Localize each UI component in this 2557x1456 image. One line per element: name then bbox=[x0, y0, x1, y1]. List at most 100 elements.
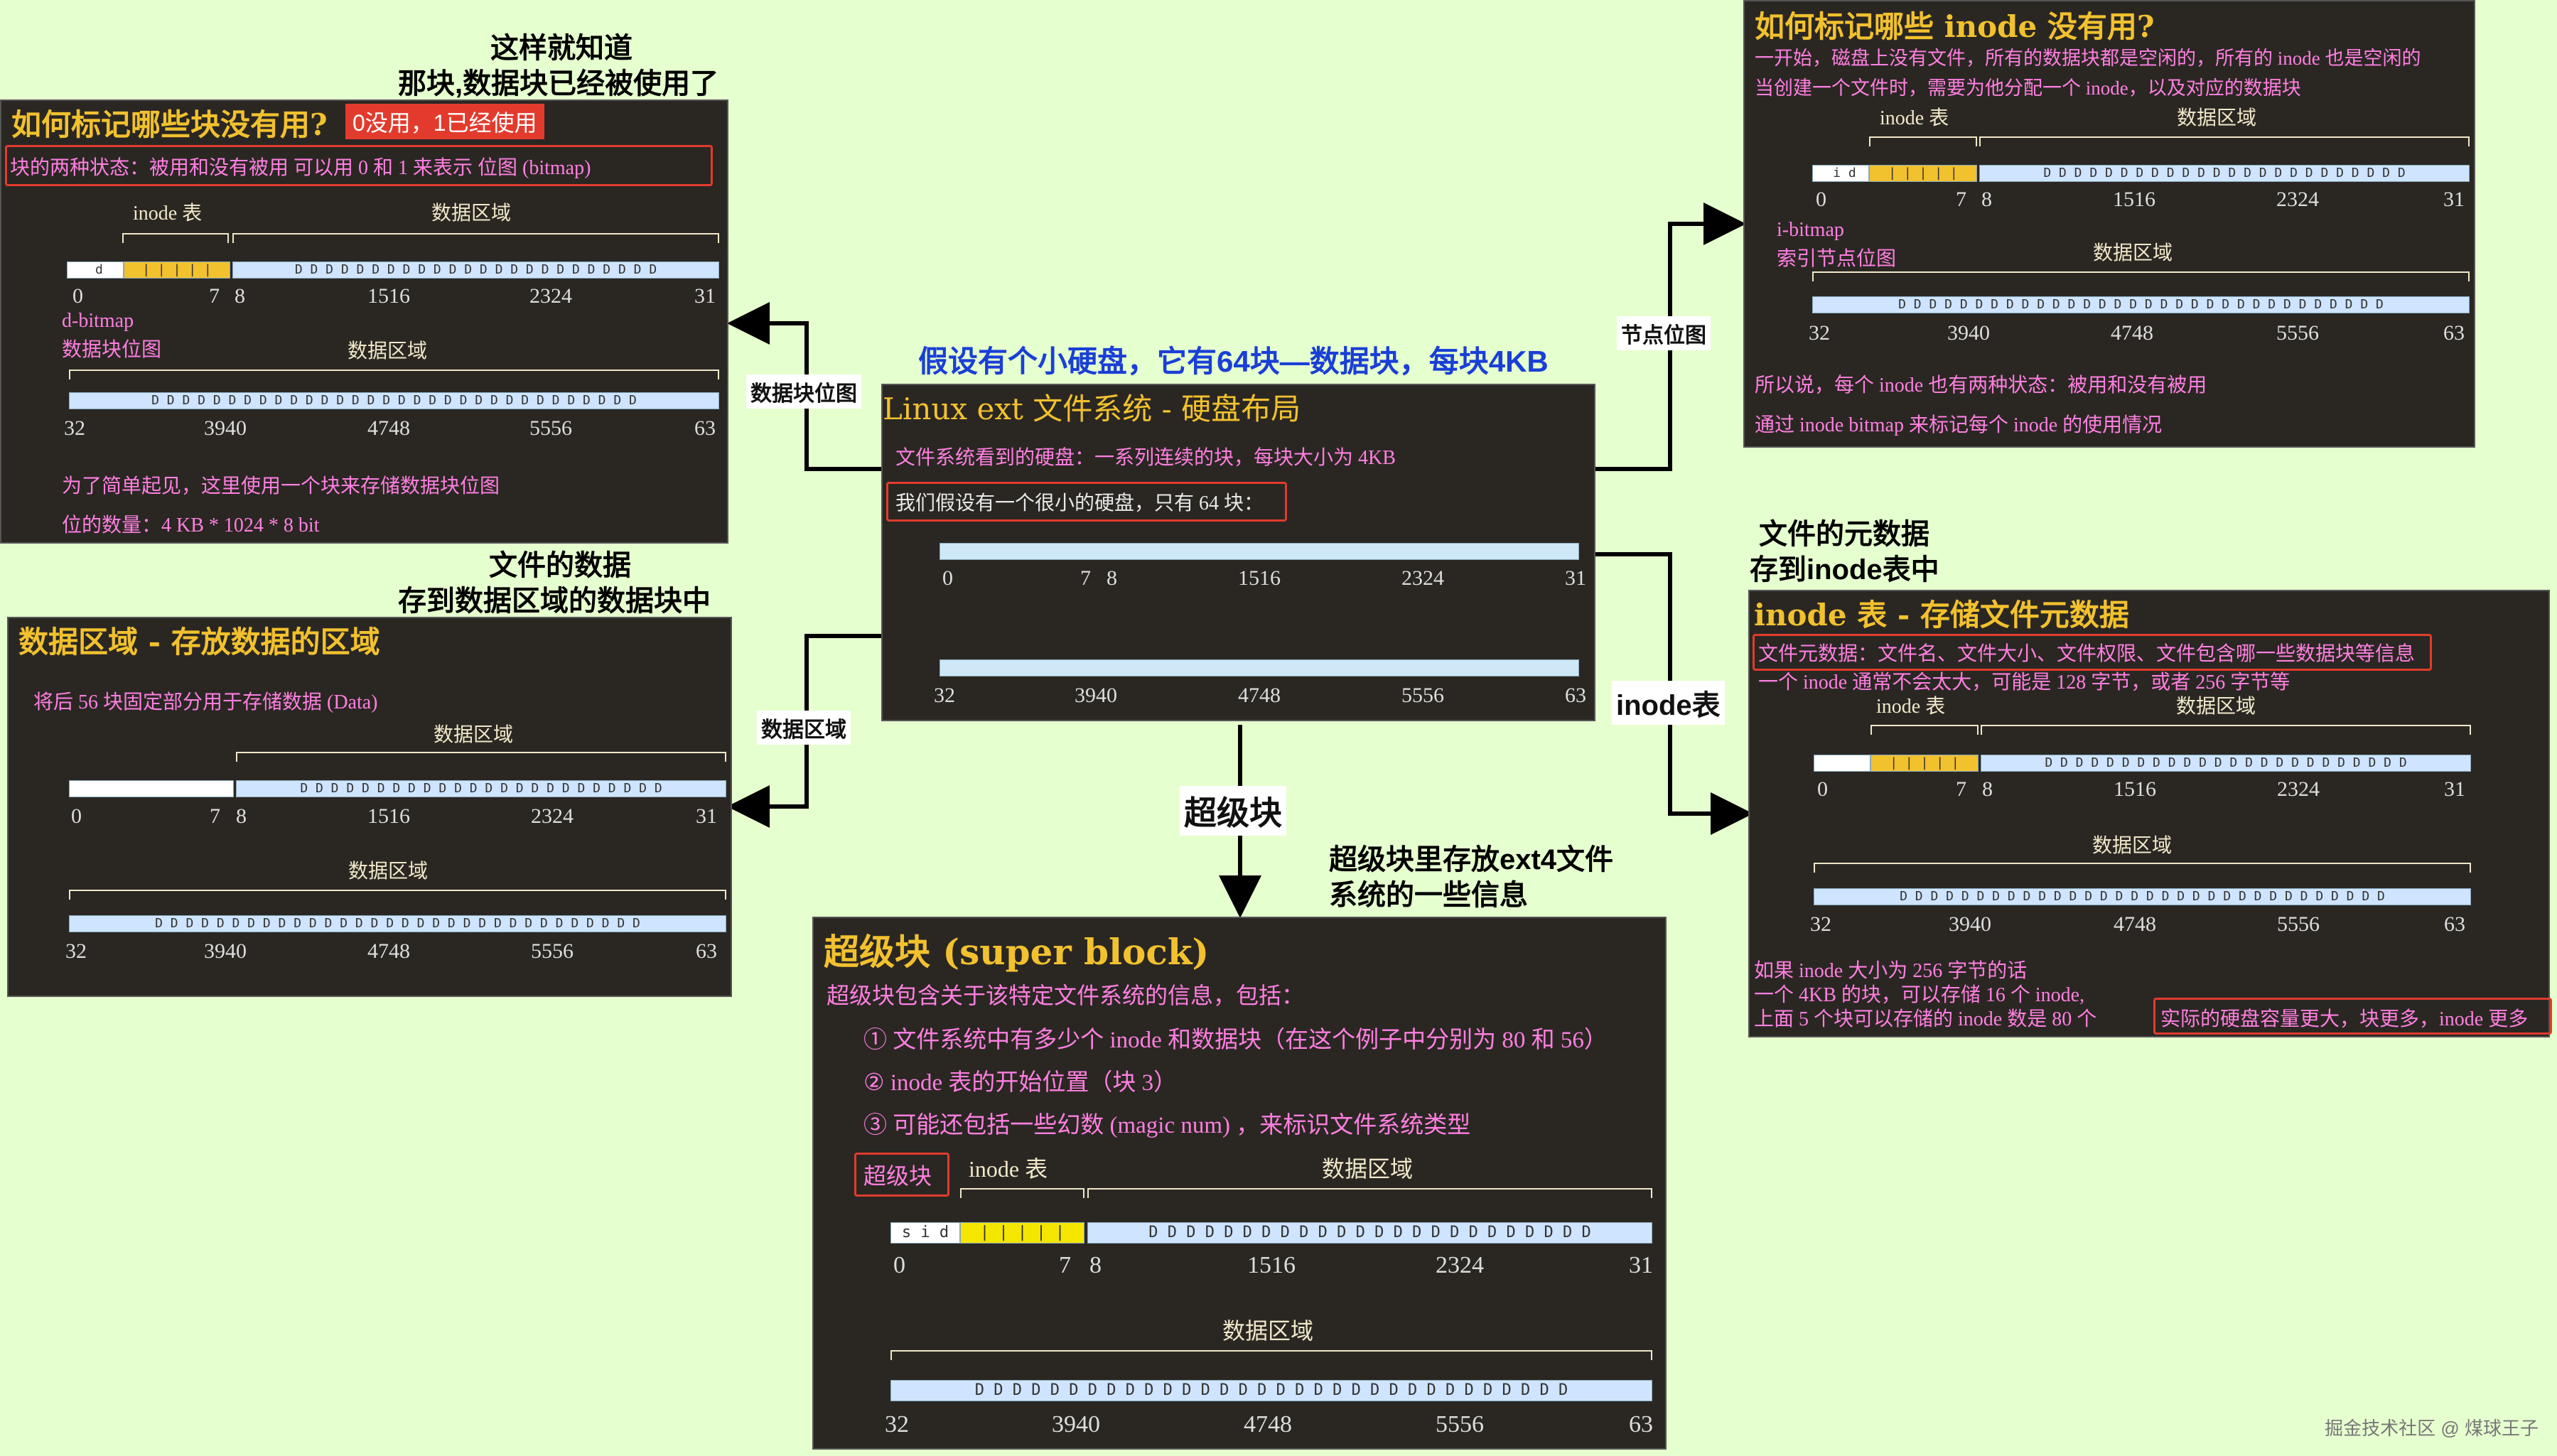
sb-data-cells-row1: D D D D D D D D D D D D D D D D D D D D … bbox=[1087, 1222, 1652, 1244]
tl-n4748: 4748 bbox=[367, 416, 410, 440]
tr-n4748: 4748 bbox=[2111, 321, 2153, 345]
tr-n32: 32 bbox=[1809, 321, 1830, 345]
top-left-panel: 如何标记哪些块没有用? 0没用，1已经使用 块的两种状态：被用和没有被用 可以用… bbox=[0, 99, 728, 544]
ml-caption-2: 存到数据区域的数据块中 bbox=[398, 586, 711, 617]
c-n3940: 3940 bbox=[1075, 684, 1117, 707]
tr-data-cells-row2: D D D D D D D D D D D D D D D D D D D D … bbox=[1812, 296, 2470, 313]
mr-data-cells-row1: D D D D D D D D D D D D D D D D D D D D … bbox=[1981, 755, 2471, 772]
tl-n7: 7 bbox=[209, 284, 220, 308]
tr-n8: 8 bbox=[1981, 188, 1992, 211]
center-caption: 假设有个小硬盘，它有64块—数据块，每块4KB bbox=[918, 345, 1549, 378]
ml-caption-1: 文件的数据 bbox=[489, 550, 631, 581]
tl-inode-label: inode 表 bbox=[133, 203, 203, 225]
tr-inode-label: inode 表 bbox=[1880, 107, 1949, 129]
ml-n5556: 5556 bbox=[531, 939, 574, 963]
sb-super-tag: 超级块 bbox=[863, 1163, 932, 1189]
tr-data-bracket-2 bbox=[1812, 271, 2470, 281]
ml-n32: 32 bbox=[65, 939, 87, 963]
sb-item2: ② inode 表的开始位置（块 3） bbox=[863, 1070, 1178, 1096]
mr-note-4: 实际的硬盘容量更大，块更多，inode 更多 bbox=[2160, 1008, 2529, 1030]
mr-n31: 31 bbox=[2444, 777, 2465, 801]
mid-right-panel: inode 表 - 存储文件元数据 文件元数据：文件名、文件大小、文件权限、文件… bbox=[1748, 590, 2552, 1037]
sb-inode-cells: | | | | | bbox=[960, 1222, 1084, 1244]
sb-header-cells: s i d bbox=[890, 1222, 960, 1244]
ml-n2324: 2324 bbox=[531, 804, 574, 828]
tl-note-2: 位的数量：4 KB * 1024 * 8 bit bbox=[62, 514, 320, 536]
ml-data-cells-row2: D D D D D D D D D D D D D D D D D D D D … bbox=[69, 915, 726, 932]
mr-caption-2: 存到inode表中 bbox=[1750, 554, 1939, 586]
center-blocks-row1 bbox=[940, 543, 1579, 560]
mr-note-1: 如果 inode 大小为 256 字节的话 bbox=[1754, 960, 2028, 982]
label-dbitmap: 数据块位图 bbox=[746, 374, 861, 409]
sb-n7: 7 bbox=[1059, 1252, 1071, 1278]
tl-n31: 31 bbox=[694, 284, 716, 308]
mr-line2: 一个 inode 通常不会太大，可能是 128 字节，或者 256 字节等 bbox=[1758, 672, 2290, 694]
watermark: 掘金技术社区 @ 煤球王子 bbox=[2325, 1418, 2539, 1439]
mr-n7: 7 bbox=[1956, 777, 1966, 801]
c-n0: 0 bbox=[942, 566, 953, 590]
mr-n1516: 1516 bbox=[2114, 777, 2156, 801]
tl-n2324: 2324 bbox=[529, 284, 572, 308]
c-n31: 31 bbox=[1565, 566, 1586, 590]
tl-inode-cells: | | | | | bbox=[124, 261, 230, 279]
mr-data-bracket-2 bbox=[1814, 863, 2471, 873]
tr-bitmap-cells: i d bbox=[1812, 165, 1869, 182]
tr-n0: 0 bbox=[1816, 188, 1826, 211]
tr-note-2: 通过 inode bitmap 来标记每个 inode 的使用情况 bbox=[1755, 414, 2163, 436]
tl-data-bracket bbox=[232, 233, 719, 243]
ml-line1: 将后 56 块固定部分用于存储数据 (Data) bbox=[33, 691, 378, 713]
mr-data-bracket bbox=[1981, 725, 2471, 735]
tl-n5556: 5556 bbox=[529, 416, 572, 440]
tr-inode-bracket bbox=[1869, 136, 1977, 146]
tr-n7: 7 bbox=[1956, 188, 1966, 211]
tl-caption-2: 那块,数据块已经被使用了 bbox=[398, 68, 719, 99]
tl-data-cells-row1: D D D D D D D D D D D D D D D D D D D D … bbox=[232, 261, 719, 279]
sb-n8: 8 bbox=[1089, 1252, 1102, 1278]
mr-caption-1: 文件的元数据 bbox=[1759, 519, 1929, 550]
sb-n3940: 3940 bbox=[1052, 1411, 1100, 1438]
ml-n3940: 3940 bbox=[204, 939, 247, 963]
tr-data-bracket bbox=[1979, 136, 2470, 146]
sb-title: 超级块 (super block) bbox=[824, 931, 1210, 973]
mr-inode-cells: | | | | | bbox=[1870, 755, 1979, 772]
tr-data-label: 数据区域 bbox=[2177, 107, 2257, 129]
sb-n0: 0 bbox=[893, 1252, 905, 1278]
tr-bitmap-label-1: i-bitmap bbox=[1777, 219, 1844, 241]
sb-n2324: 2324 bbox=[1436, 1252, 1484, 1278]
sb-n5556: 5556 bbox=[1436, 1411, 1484, 1438]
tl-bitmap-cells: d bbox=[67, 261, 124, 279]
tr-n2324: 2324 bbox=[2276, 188, 2319, 211]
ml-n7: 7 bbox=[210, 804, 220, 828]
sb-n1516: 1516 bbox=[1247, 1252, 1296, 1278]
label-super: 超级块 bbox=[1180, 786, 1286, 836]
tl-data-label: 数据区域 bbox=[431, 203, 512, 225]
mr-n4748: 4748 bbox=[2114, 912, 2156, 936]
tl-note-1: 为了简单起见，这里使用一个块来存储数据块位图 bbox=[62, 475, 500, 497]
ml-data-bracket bbox=[236, 752, 726, 762]
mr-data-label-2: 数据区域 bbox=[2092, 835, 2173, 857]
ml-n63: 63 bbox=[696, 939, 717, 963]
mr-note-3: 上面 5 个块可以存储的 inode 数是 80 个 bbox=[1754, 1008, 2097, 1030]
c-n32: 32 bbox=[934, 684, 955, 707]
sb-caption-2: 系统的一些信息 bbox=[1329, 880, 1528, 911]
center-panel: Linux ext 文件系统 - 硬盘布局 文件系统看到的硬盘：一系列连续的块，… bbox=[881, 384, 1595, 721]
sb-n31: 31 bbox=[1629, 1252, 1653, 1278]
tr-bitmap-label-2: 索引节点位图 bbox=[1777, 248, 1897, 270]
tr-inode-cells: | | | | | bbox=[1869, 165, 1977, 182]
tr-data-label-2: 数据区域 bbox=[2093, 242, 2173, 264]
tl-title: 如何标记哪些块没有用? bbox=[11, 107, 328, 142]
tr-line2: 当创建一个文件时，需要为他分配一个 inode，以及对应的数据块 bbox=[1755, 77, 2301, 99]
tr-line1: 一开始，磁盘上没有文件，所有的数据块都是空闲的，所有的 inode 也是空闲的 bbox=[1755, 48, 2421, 69]
mr-bitmap-cells bbox=[1814, 755, 1870, 772]
mr-n0: 0 bbox=[1817, 777, 1828, 801]
tl-n32: 32 bbox=[64, 416, 85, 440]
tr-n31: 31 bbox=[2443, 188, 2465, 211]
center-blocks-row2 bbox=[940, 659, 1579, 676]
tr-title: 如何标记哪些 inode 没有用? bbox=[1755, 9, 2155, 44]
ml-data-label: 数据区域 bbox=[434, 724, 514, 746]
ml-title: 数据区域 - 存放数据的区域 bbox=[18, 625, 380, 659]
c-n7: 7 bbox=[1080, 566, 1091, 590]
super-block-panel: 超级块 (super block) 超级块包含关于该特定文件系统的信息，包括： … bbox=[812, 917, 1667, 1450]
tr-n1516: 1516 bbox=[2113, 188, 2155, 211]
mr-inode-bracket bbox=[1870, 725, 1979, 735]
